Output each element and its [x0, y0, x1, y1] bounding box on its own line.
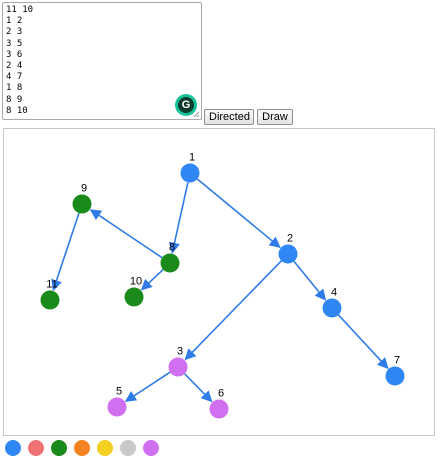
- node-label-2: 2: [287, 233, 293, 245]
- node-8[interactable]: [160, 253, 180, 273]
- draw-button[interactable]: Draw: [257, 109, 293, 125]
- node-label-4: 4: [331, 287, 337, 299]
- color-swatch-3[interactable]: [51, 440, 67, 456]
- node-label-5: 5: [116, 386, 122, 398]
- edge-8-9: [89, 209, 163, 259]
- edge-2-4: [293, 260, 327, 301]
- node-label-8: 8: [169, 242, 175, 254]
- edge-2-3: [184, 260, 282, 361]
- node-label-7: 7: [394, 355, 400, 367]
- node-11[interactable]: [40, 290, 60, 310]
- color-swatch-5[interactable]: [97, 440, 113, 456]
- node-1[interactable]: [180, 163, 200, 183]
- edge-1-2: [196, 178, 281, 249]
- node-3[interactable]: [168, 357, 188, 377]
- node-label-1: 1: [189, 152, 195, 164]
- edges-layer: [51, 178, 389, 403]
- color-swatch-4[interactable]: [74, 440, 90, 456]
- node-10[interactable]: [124, 287, 144, 307]
- node-label-6: 6: [218, 388, 224, 400]
- grammarly-icon[interactable]: G: [175, 94, 197, 116]
- color-palette: [5, 440, 165, 458]
- edge-3-6: [184, 373, 213, 403]
- resize-grip-icon[interactable]: [193, 111, 200, 118]
- color-swatch-2[interactable]: [28, 440, 44, 456]
- color-swatch-1[interactable]: [5, 440, 21, 456]
- node-7[interactable]: [385, 366, 405, 386]
- node-5[interactable]: [107, 397, 127, 417]
- edge-list-textarea[interactable]: [3, 3, 189, 119]
- node-9[interactable]: [72, 194, 92, 214]
- node-4[interactable]: [322, 298, 342, 318]
- node-6[interactable]: [209, 399, 229, 419]
- color-swatch-7[interactable]: [143, 440, 159, 456]
- edge-9-11: [51, 212, 80, 292]
- node-label-10: 10: [130, 276, 142, 288]
- edge-list-editor-frame: G: [2, 2, 202, 120]
- edge-8-10: [140, 268, 164, 291]
- color-swatch-6[interactable]: [120, 440, 136, 456]
- node-label-11: 11: [46, 279, 57, 291]
- node-label-3: 3: [177, 346, 183, 358]
- node-2[interactable]: [278, 244, 298, 264]
- edge-1-8: [168, 182, 189, 254]
- graph-svg: 1 2 3 4 5 6 7 8 9 10 11: [40, 152, 405, 419]
- nodes-layer: 1 2 3 4 5 6 7 8 9 10 11: [40, 152, 405, 419]
- edge-3-5: [124, 371, 171, 402]
- edge-4-7: [337, 314, 389, 370]
- grammarly-glyph: G: [178, 97, 194, 113]
- graph-canvas[interactable]: 1 2 3 4 5 6 7 8 9 10 11: [3, 128, 435, 436]
- node-label-9: 9: [81, 183, 87, 195]
- directed-button[interactable]: Directed: [204, 109, 254, 125]
